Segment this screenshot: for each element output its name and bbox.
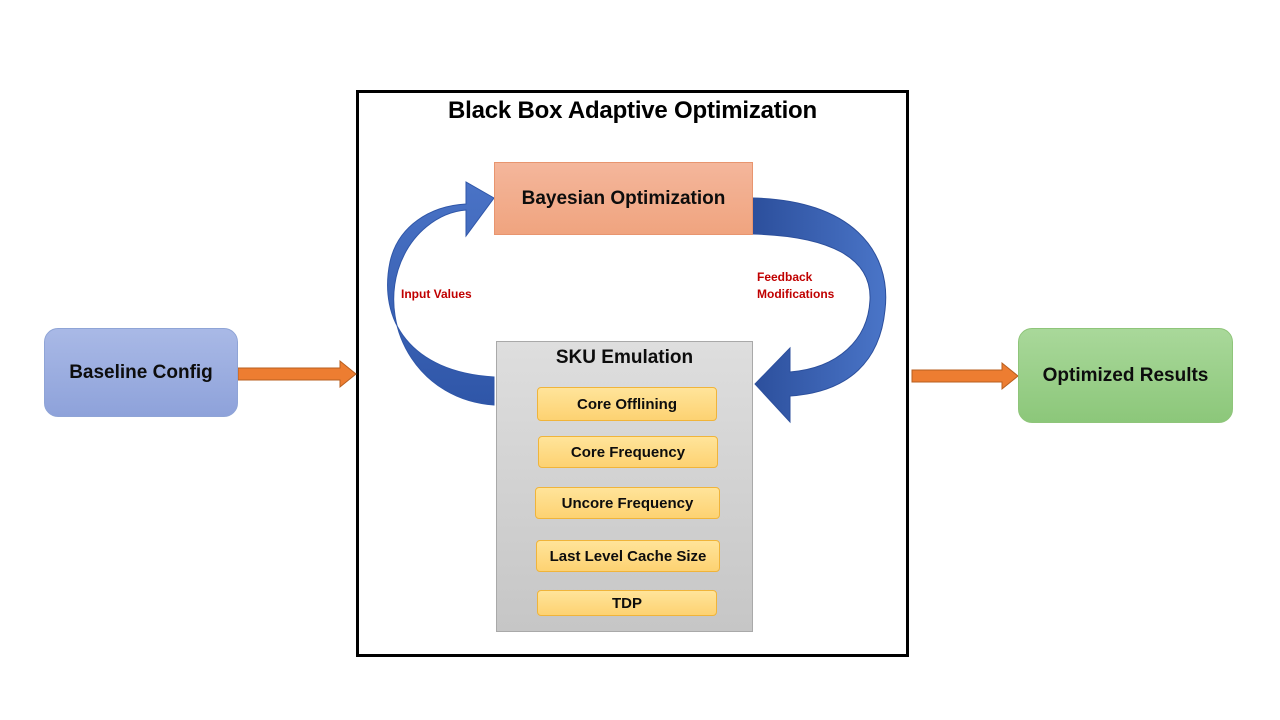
feedback-label-line2: Modifications xyxy=(757,287,835,301)
feedback-loop-arrow xyxy=(752,197,887,424)
optimized-flow-arrow xyxy=(911,361,1019,391)
input-values-label: Input Values xyxy=(401,287,472,301)
sku-emulation-title: SKU Emulation xyxy=(555,347,694,368)
bayesian-optimization-node: Bayesian Optimization xyxy=(494,162,753,235)
baseline-config-node: Baseline Config xyxy=(44,328,238,417)
feedback-label: Feedback Modifications xyxy=(757,269,834,303)
baseline-flow-arrow xyxy=(237,359,357,389)
sku-item-tdp: TDP xyxy=(537,590,717,616)
sku-item-core-frequency: Core Frequency xyxy=(538,436,718,468)
feedback-label-line1: Feedback xyxy=(757,270,813,284)
input-loop-arrow xyxy=(387,181,495,406)
diagram-title: Black Box Adaptive Optimization xyxy=(448,97,817,124)
sku-item-last-level-cache-size: Last Level Cache Size xyxy=(536,540,720,572)
sku-item-core-offlining: Core Offlining xyxy=(537,387,717,421)
sku-item-uncore-frequency: Uncore Frequency xyxy=(535,487,720,519)
optimized-results-node: Optimized Results xyxy=(1018,328,1233,423)
